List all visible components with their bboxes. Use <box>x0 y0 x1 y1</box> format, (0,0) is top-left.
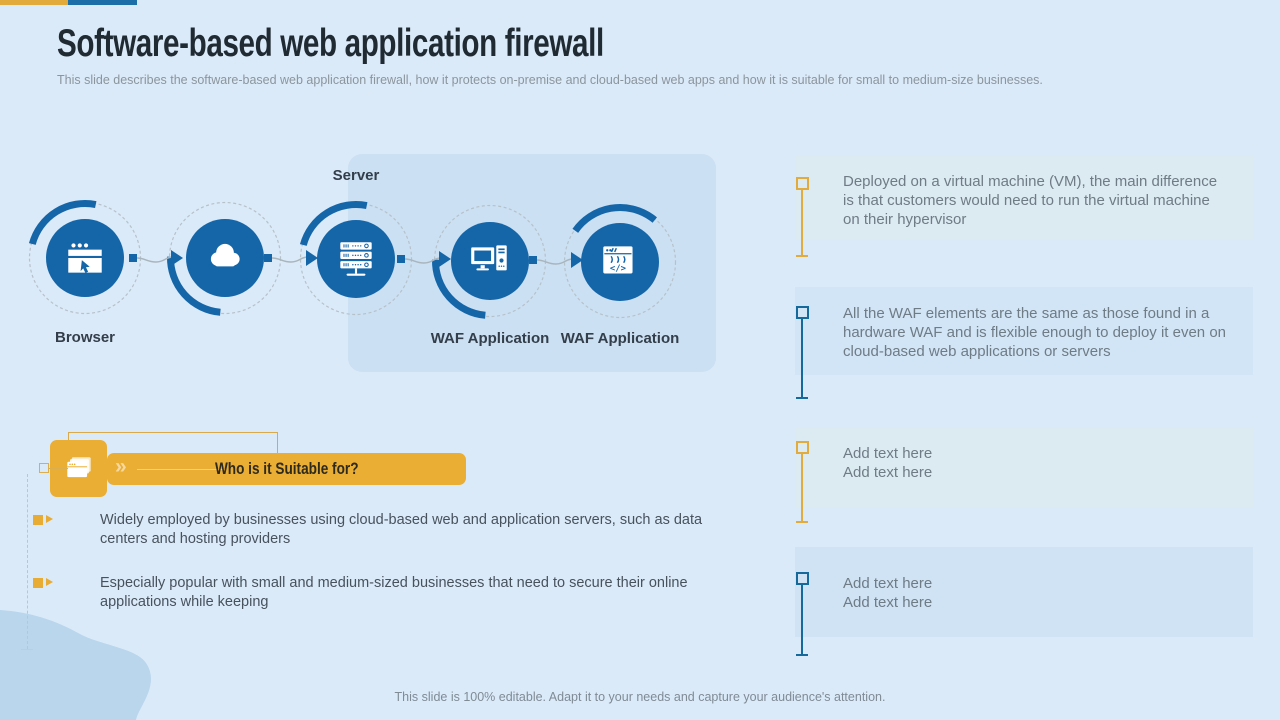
corner-blob-shape <box>0 610 151 720</box>
callout-stem-line <box>801 454 803 522</box>
callout-square-marker <box>796 306 809 319</box>
browser-node-label: Browser <box>54 329 116 346</box>
bullet-square-marker <box>33 578 43 588</box>
callout-box: All the WAF elements are the same as tho… <box>795 287 1253 375</box>
waf-desktop-node <box>451 222 529 300</box>
page-title: Software-based web application firewall <box>57 22 604 65</box>
bullet-guide-line <box>27 474 28 649</box>
svg-text:</>: </> <box>610 264 626 274</box>
bullet-text-2: Especially popular with small and medium… <box>100 575 688 610</box>
browser-node <box>46 219 124 297</box>
cloud-node-ring <box>167 200 283 316</box>
callout-square-marker <box>796 177 809 190</box>
waf-desktop-node-ring <box>432 203 548 319</box>
suitability-anchor-square <box>39 463 49 473</box>
connector-arrow-3 <box>397 251 451 267</box>
connector-arrow-1 <box>129 250 183 266</box>
bullet-text-1: Widely employed by businesses using clou… <box>100 512 703 547</box>
callout-stem-tick <box>796 521 808 523</box>
callout-stem-tick <box>796 654 808 656</box>
callout-square-marker <box>796 441 809 454</box>
callout-stem-tick <box>796 397 808 399</box>
suitability-banner: » Who is it Suitable for? <box>107 453 466 485</box>
waf-desktop-icon <box>471 245 507 271</box>
server-node <box>317 220 395 298</box>
waf-code-icon: </> <box>603 246 633 274</box>
browser-icon <box>68 243 102 273</box>
callout-stem-line <box>801 585 803 655</box>
top-accent-bar-yellow <box>0 0 68 5</box>
page-subtitle: This slide describes the software-based … <box>57 73 1043 87</box>
connector-arrow-4 <box>529 252 583 268</box>
top-accent-bar-blue <box>68 0 137 5</box>
bullet-square-marker <box>33 515 43 525</box>
connector-arrow-2 <box>264 250 318 266</box>
callout-square-marker <box>796 572 809 585</box>
suitability-anchor-line <box>49 468 68 469</box>
bullet-guide-tick <box>21 649 33 650</box>
server-icon <box>340 242 372 276</box>
editable-note: This slide is 100% editable. Adapt it to… <box>394 690 886 704</box>
callout-text: Deployed on a virtual machine (VM), the … <box>843 173 1218 228</box>
server-node-ring <box>298 201 414 317</box>
suitability-heading: Who is it Suitable for? <box>214 459 359 478</box>
waf-code-node-ring <box>562 204 678 320</box>
bullet-arrow-marker <box>46 515 53 523</box>
callout-stem-line <box>801 190 803 256</box>
callout-box: Deployed on a virtual machine (VM), the … <box>795 155 1253 239</box>
cloud-node <box>186 219 264 297</box>
callout-text: All the WAF elements are the same as tho… <box>843 305 1227 360</box>
callout-stem-line <box>801 319 803 398</box>
server-node-label: Server <box>332 167 380 184</box>
callout-stem-tick <box>796 255 808 257</box>
waf-code-node-label: WAF Application <box>560 330 680 347</box>
stacked-windows-icon <box>66 456 91 477</box>
banner-rule-line <box>137 469 225 470</box>
bullet-arrow-marker <box>46 578 53 586</box>
cloud-icon <box>210 243 240 267</box>
waf-code-node: </> <box>581 223 659 301</box>
double-chevron-icon: » <box>115 455 127 478</box>
waf-desktop-node-label: WAF Application <box>430 330 550 347</box>
